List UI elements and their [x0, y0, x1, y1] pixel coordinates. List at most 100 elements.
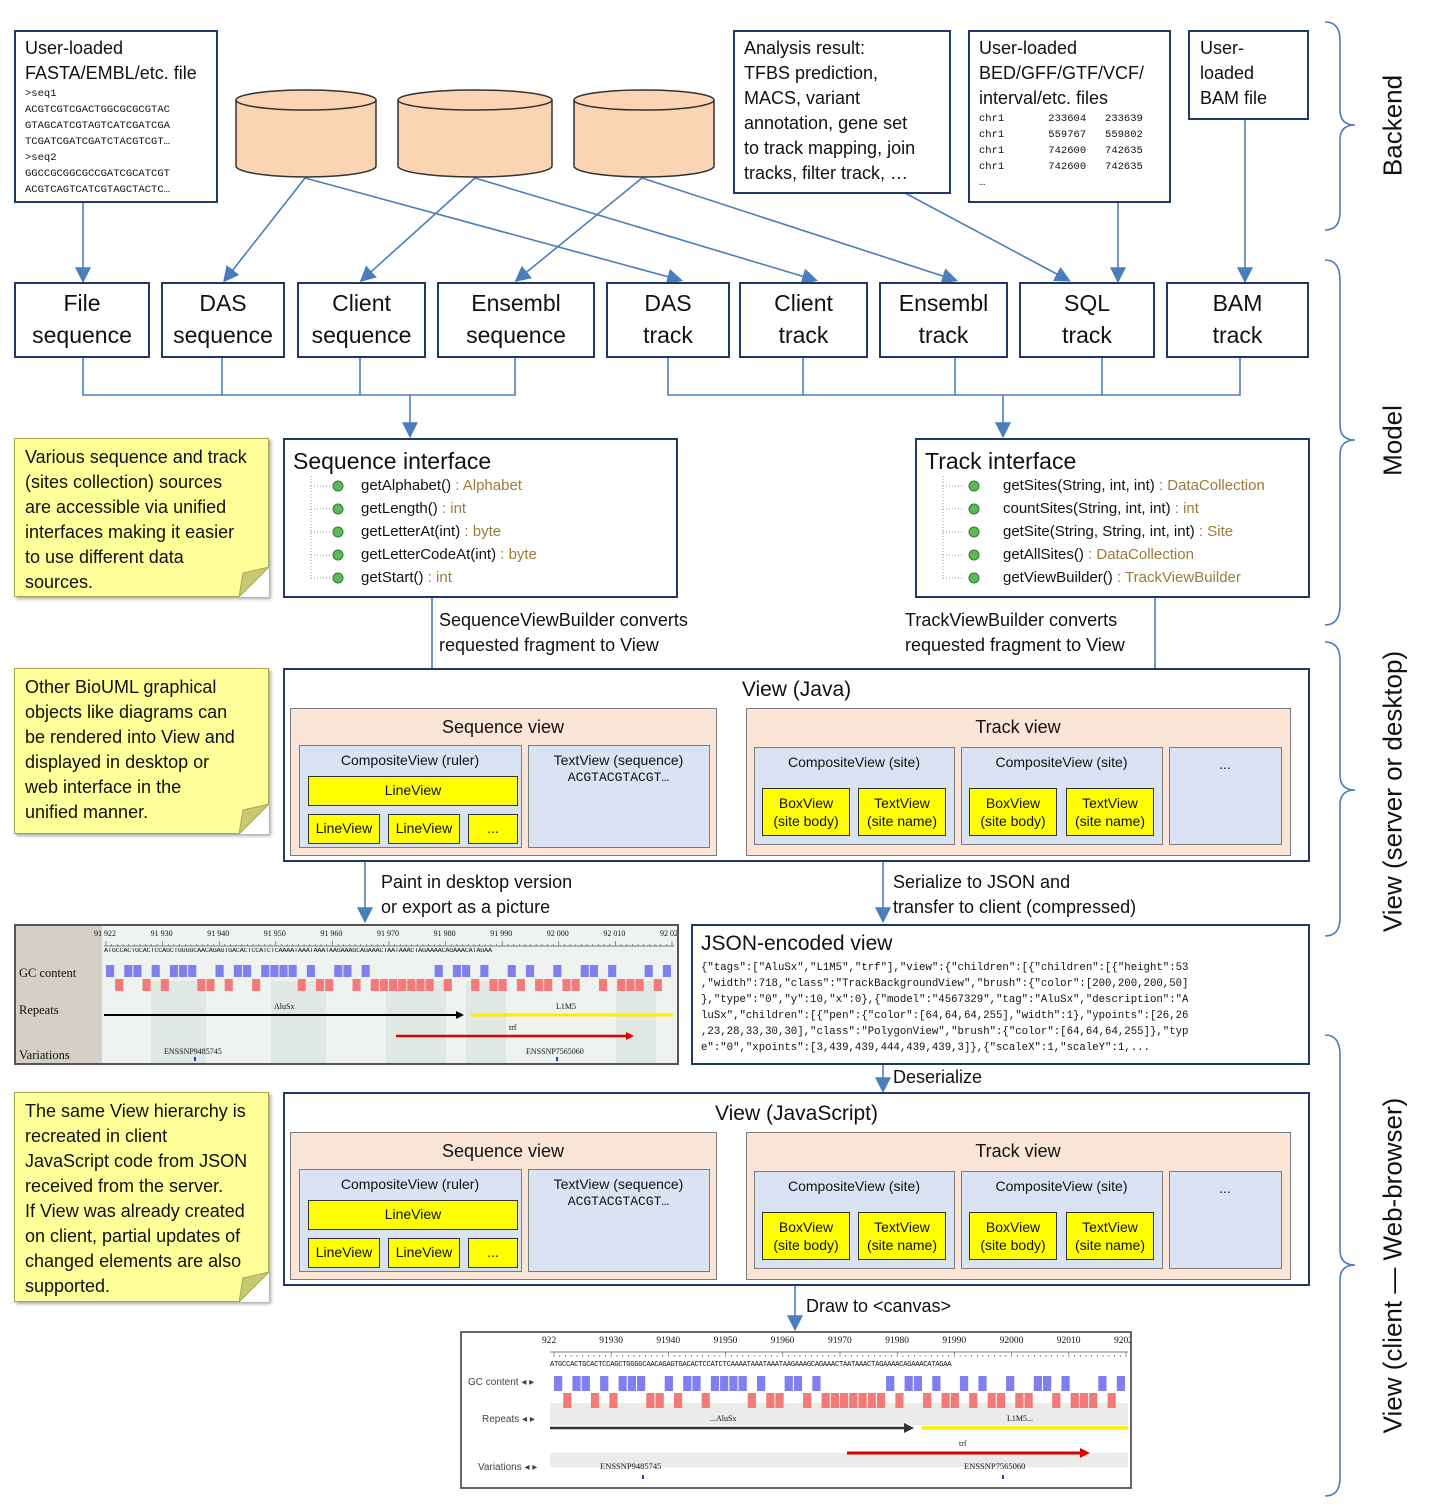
gc-content-block — [996, 1393, 1006, 1408]
sequence-view-title: Sequence view — [441, 1141, 565, 1161]
paint-caption-1: Paint in desktop version — [381, 872, 573, 892]
gc-content-block — [553, 965, 562, 977]
bed-line-3: chr1 742600 742635 — [979, 145, 1143, 157]
gc-content-block — [115, 979, 124, 991]
gc-content-block — [747, 1393, 756, 1408]
model-label-bottom: track — [643, 322, 693, 348]
track-interface-box: Track interface getSites(String, int, in… — [915, 438, 1310, 598]
method-name: countSites(String, int, int) — [1003, 500, 1171, 517]
gc-content-block — [554, 1376, 563, 1391]
gc-content-block — [507, 965, 516, 977]
ruler-tick-label: 91930 — [599, 1336, 623, 1346]
gc-content-block — [315, 979, 325, 991]
bam-file-box: User- loaded BAM file — [1188, 30, 1309, 120]
gc-content-block — [361, 965, 370, 977]
track-method-getAllSites: getAllSites() : DataCollection — [1003, 546, 1194, 563]
fasta-line-4: TCGATCGATCGATCTACGTCGT… — [25, 136, 170, 148]
lineview-more: ... — [468, 814, 518, 844]
gc-content-block — [876, 1393, 886, 1408]
method-name: getAllSites() — [1003, 546, 1084, 563]
boxview-line: (site body) — [773, 813, 839, 829]
gc-content-block — [812, 1376, 821, 1391]
model-label-top: Ensembl — [471, 290, 561, 316]
note-text: (sites collection) sources — [25, 472, 223, 492]
analysis-line-3: MACS, variant — [744, 88, 861, 108]
lineview-small: LineView — [388, 1238, 460, 1268]
model-label-top: Client — [774, 290, 833, 316]
seq-method-getStart: getStart() : int — [361, 569, 452, 586]
canvas-track-variations[interactable]: Variations ◂ ▸ — [478, 1462, 538, 1473]
gc-content-block — [572, 1376, 581, 1391]
bam-line-1: User- — [1200, 38, 1244, 58]
das-sequence-box: DAS sequence — [161, 282, 285, 358]
model-label-top: SQL — [1063, 290, 1111, 316]
gc-content-block — [720, 1376, 729, 1391]
ruler-tick-label: 92 000 — [546, 929, 569, 938]
fasta-title-2: FASTA/EMBL/etc. file — [25, 63, 197, 83]
gc-content-block — [729, 1376, 738, 1391]
model-label-bottom: track — [1062, 322, 1112, 348]
side-label-view-client: View (client — Web-browser) — [1377, 1097, 1408, 1434]
composite-site-label: CompositeView (site) — [787, 754, 920, 770]
textview-sequence-panel: TextView (sequence) ACGTACGTACGT… — [528, 1169, 710, 1272]
lineview-small: LineView — [308, 814, 380, 844]
gc-content-block — [407, 979, 416, 991]
ruler-tick-label: 91 930 — [150, 929, 173, 938]
gc-content-block — [609, 1393, 618, 1408]
model-label-bottom: sequence — [311, 322, 412, 348]
model-label-bottom: track — [918, 322, 969, 348]
ensembl-sequence-box: Ensembl sequence — [437, 282, 595, 358]
canvas-track-gc[interactable]: GC content ◂ ▸ — [468, 1377, 535, 1388]
gc-content-block — [334, 965, 343, 977]
gc-content-block — [637, 1376, 646, 1391]
gc-content-block — [950, 1393, 959, 1408]
track-method-getViewBuilder: getViewBuilder() : TrackViewBuilder — [1003, 569, 1241, 586]
model-label-top: Ensembl — [898, 290, 989, 316]
gc-content-block — [590, 1393, 600, 1408]
bed-title-2: BED/GFF/GTF/VCF/ — [979, 63, 1144, 83]
gc-content-block — [803, 1393, 812, 1408]
gc-content-block — [370, 979, 379, 991]
desktop-track-repeats: Repeats — [19, 1003, 59, 1017]
track-method-getSites: getSites(String, int, int) : DataCollect… — [1003, 477, 1265, 494]
boxview-line: (site body) — [980, 1237, 1046, 1253]
gc-content-block — [1107, 1393, 1116, 1408]
json-view-title: JSON-encoded view — [701, 932, 893, 955]
gc-content-block — [618, 1376, 627, 1391]
json-line: luSx","children":[{"pen":{"color":[64,64… — [701, 1010, 1189, 1022]
lineview-wide: LineView — [308, 1200, 518, 1230]
gc-content-block — [471, 979, 480, 991]
lineview-wide: LineView — [308, 776, 518, 806]
composite-ruler-label: CompositeView (ruler) — [340, 752, 480, 768]
gc-content-block — [969, 1393, 978, 1408]
note-text: recreated in client — [25, 1126, 168, 1146]
view-javascript-box: View (JavaScript) Sequence view Composit… — [283, 1092, 1310, 1286]
json-line: ,"width":718,"class":"TrackBackgroundVie… — [701, 978, 1189, 990]
gc-content-block — [279, 965, 288, 977]
track-view-title: Track view — [975, 717, 1061, 737]
model-label-bottom: track — [778, 322, 829, 348]
gc-content-block — [793, 1376, 803, 1391]
desktop-track-gc: GC content — [19, 966, 77, 980]
composite-site-panel: CompositeView (site) BoxView(site body) … — [961, 747, 1163, 845]
gc-content-block — [904, 1376, 913, 1391]
note-text: supported. — [25, 1276, 111, 1296]
boxview-site-body: BoxView(site body) — [969, 1212, 1057, 1260]
composite-site-label: CompositeView (site) — [787, 1178, 920, 1194]
boxview-site-body: BoxView(site body) — [969, 788, 1057, 836]
gc-content-block — [242, 965, 252, 977]
gc-content-block — [738, 1376, 747, 1391]
method-name: getStart() — [361, 569, 424, 586]
gc-content-block — [1098, 1376, 1107, 1391]
gc-content-block — [270, 965, 279, 977]
json-line: {"tags":["AluSx","L1M5","trf"],"view":{"… — [701, 962, 1189, 974]
analysis-line-2: TFBS prediction, — [744, 63, 879, 83]
canvas-track-repeats[interactable]: Repeats ◂ ▸ — [482, 1414, 535, 1425]
canvas-sequence: ATGCCACTGCACTCCAGCTGGGGCAACAGAGTGACACTCC… — [550, 1361, 952, 1369]
gc-content-block — [288, 965, 297, 977]
ruler-tick-label: 91 940 — [207, 929, 230, 938]
model-label-top: File — [63, 290, 101, 316]
ruler-tick-label: 92000 — [999, 1336, 1024, 1346]
gc-content-block — [830, 1393, 839, 1408]
